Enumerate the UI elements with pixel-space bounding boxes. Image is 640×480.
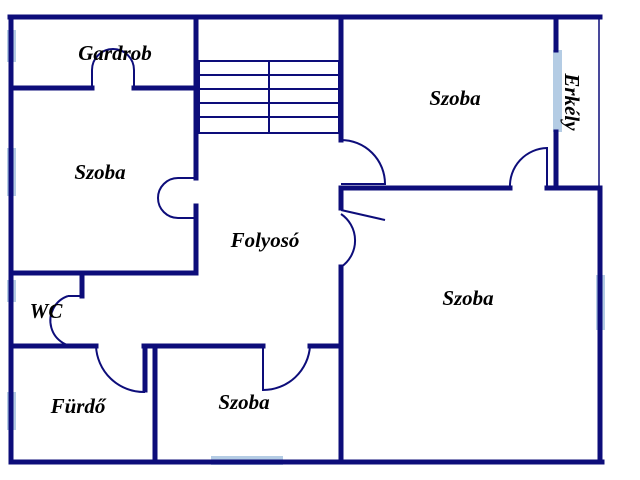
door-right-room-leaf	[340, 209, 386, 221]
label-folyoso: Folyosó	[230, 228, 300, 252]
label-wc: WC	[30, 299, 64, 323]
room-labels: Gardrob Szoba Folyosó Szoba Erkély Szoba…	[30, 41, 584, 418]
door-gardrob	[91, 48, 135, 88]
staircase	[198, 60, 340, 134]
label-szoba-right: Szoba	[442, 286, 493, 310]
door-left-room	[157, 177, 196, 219]
walls	[7, 14, 605, 465]
label-furdo: Fürdő	[50, 394, 107, 418]
door-right-room-arc	[340, 213, 357, 268]
label-gardrob: Gardrob	[78, 41, 152, 65]
label-szoba-bottom: Szoba	[218, 390, 269, 414]
door-balcony	[508, 146, 548, 189]
label-szoba-top-right: Szoba	[429, 86, 480, 110]
window-balcony-door	[553, 50, 562, 132]
door-wc-arc	[49, 295, 83, 348]
doors	[49, 48, 548, 394]
door-top-right-room	[340, 139, 387, 185]
label-erkely: Erkély	[560, 72, 584, 131]
label-szoba-left: Szoba	[74, 160, 125, 184]
door-bottom-room	[262, 345, 311, 392]
door-bathroom	[95, 345, 145, 394]
